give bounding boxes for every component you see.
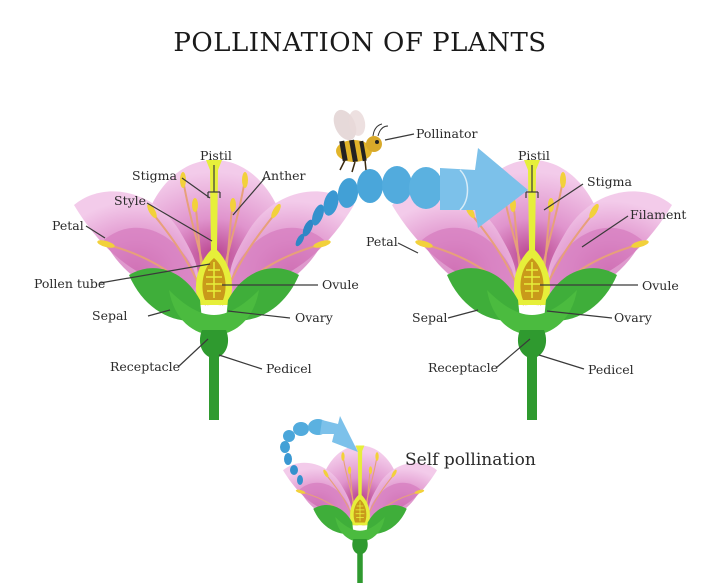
pollinator-leader [384, 133, 415, 141]
label-ovule-left: Ovule [322, 277, 359, 292]
label-sepal-left: Sepal [92, 308, 127, 323]
left-pistil-bracket [207, 165, 221, 198]
label-stigma-right: Stigma [587, 174, 632, 189]
label-pollinator: Pollinator [416, 126, 477, 141]
label-ovary-left: Ovary [295, 310, 334, 325]
bee-icon [333, 109, 389, 173]
left-leaders [85, 177, 318, 370]
label-ovule-right: Ovule [642, 278, 679, 293]
label-pollen-tube-left: Pollen tube [34, 276, 105, 291]
label-pistil-left: Pistil [200, 148, 232, 163]
label-petal-left: Petal [52, 218, 84, 233]
left-labels: Pistil Stigma Anther Style Petal Pollen … [34, 148, 359, 376]
label-pedicel-left: Pedicel [266, 361, 312, 376]
label-filament-right: Filament [630, 207, 686, 222]
label-anther-left: Anther [261, 168, 306, 183]
diagram-title: POLLINATION OF PLANTS [173, 28, 547, 58]
label-receptacle-left: Receptacle [110, 359, 180, 374]
right-leaders [397, 183, 638, 370]
right-labels: Pistil Stigma Filament Petal Ovule Sepal… [366, 148, 686, 377]
cross-pollination-arrow [295, 148, 528, 247]
label-sepal-right: Sepal [412, 310, 447, 325]
right-pistil-bracket [525, 165, 539, 198]
label-receptacle-right: Receptacle [428, 360, 498, 375]
label-pedicel-right: Pedicel [588, 362, 634, 377]
label-pistil-right: Pistil [518, 148, 550, 163]
self-pollination-arrow [280, 416, 358, 485]
label-petal-right: Petal [366, 234, 398, 249]
label-ovary-right: Ovary [614, 310, 653, 325]
label-self-pollination: Self pollination [405, 450, 536, 470]
label-style-left: Style [114, 193, 146, 208]
label-stigma-left: Stigma [132, 168, 177, 183]
